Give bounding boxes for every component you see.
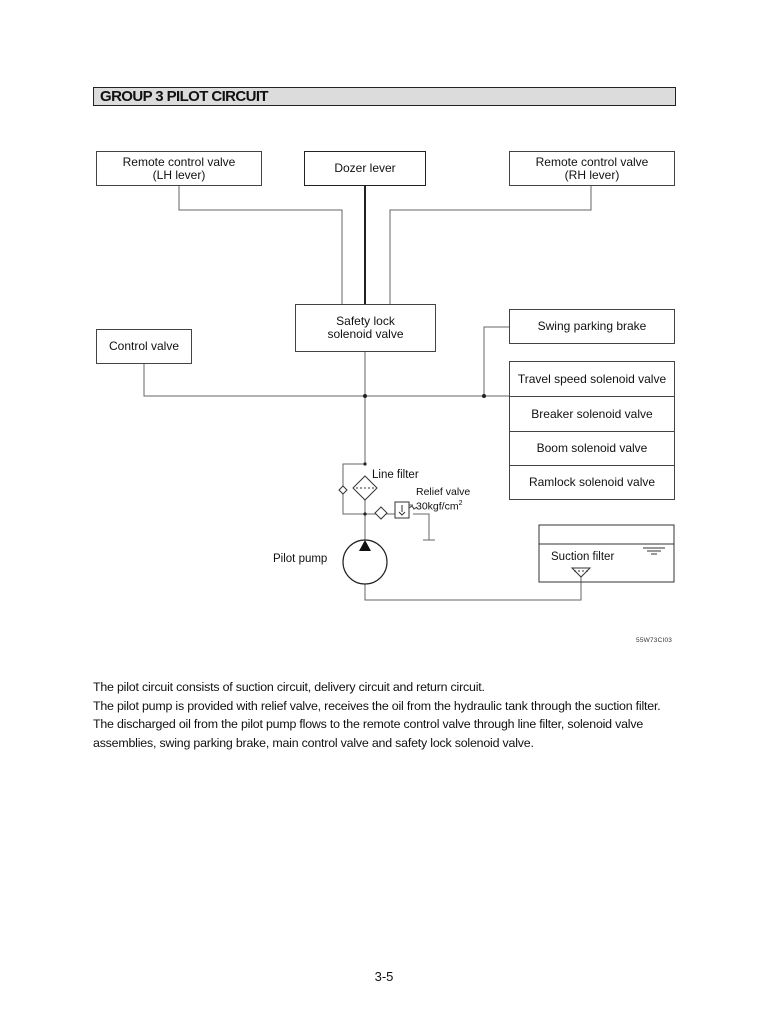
line-swing-brake — [483, 326, 509, 396]
remote-control-valve-rh: Remote control valve (RH lever) — [509, 151, 675, 186]
line-main-horizontal — [143, 364, 509, 397]
swing-parking-brake-label: Swing parking brake — [537, 319, 647, 333]
pilot-pump-label: Pilot pump — [273, 553, 328, 565]
solenoid-label: Travel speed solenoid valve — [517, 371, 667, 386]
suction-filter-label: Suction filter — [551, 551, 615, 563]
page-title: GROUP 3 PILOT CIRCUIT — [100, 88, 269, 105]
relief-valve-pressure-sup: 2 — [458, 500, 463, 507]
dozer-lever-label: Dozer lever — [334, 161, 396, 175]
swing-parking-brake-box: Swing parking brake — [509, 309, 675, 344]
junction-dot — [363, 512, 367, 516]
group-header-bar: GROUP 3 PILOT CIRCUIT — [93, 87, 676, 106]
safety-lock-solenoid-valve: Safety lock solenoid valve — [295, 304, 436, 352]
solenoid-label: Ramlock solenoid valve — [528, 475, 656, 489]
safety-lock-line1: Safety lock — [336, 314, 395, 328]
ramlock-solenoid-valve: Ramlock solenoid valve — [509, 465, 675, 500]
solenoid-label: Boom solenoid valve — [536, 441, 648, 455]
junction-dot — [363, 462, 367, 466]
safety-lock-line2: solenoid valve — [327, 327, 404, 341]
suction-filter-icon — [570, 567, 592, 578]
control-valve-label: Control valve — [108, 339, 180, 353]
description-paragraph: The pilot pump is provided with relief v… — [93, 698, 661, 713]
line-filter-label: Line filter — [372, 469, 419, 481]
description-paragraph: The discharged oil from the pilot pump f… — [93, 717, 644, 750]
description-text: The pilot circuit consists of suction ci… — [93, 678, 676, 752]
junction-dot — [363, 394, 367, 398]
travel-speed-solenoid-valve: Travel speed solenoid valve — [509, 361, 675, 397]
remote-lh-line2: (LH lever) — [152, 167, 206, 182]
breaker-solenoid-valve: Breaker solenoid valve — [509, 396, 675, 432]
control-valve-box: Control valve — [96, 329, 192, 364]
page-number: 3-5 — [374, 969, 394, 984]
remote-control-valve-lh: Remote control valve (LH lever) — [96, 151, 262, 186]
relief-valve-icon — [374, 501, 418, 520]
pilot-pump-icon — [342, 539, 388, 585]
dozer-lever-box: Dozer lever — [304, 151, 426, 186]
remote-lh-line1: Remote control valve — [122, 154, 236, 169]
line-filter-icon — [338, 475, 378, 501]
relief-valve-pressure: 30kgf/cm2 — [416, 498, 463, 513]
remote-rh-line2: (RH lever) — [564, 167, 620, 182]
figure-code: 55W73CI03 — [636, 637, 673, 644]
line-relief-drain — [413, 513, 430, 540]
description-paragraph: The pilot circuit consists of suction ci… — [93, 680, 485, 694]
relief-valve-pressure-value: 30kgf/cm — [416, 500, 459, 513]
line-rh-to-safety — [389, 186, 592, 304]
line-pump-to-suction — [364, 576, 582, 601]
boom-solenoid-valve: Boom solenoid valve — [509, 431, 675, 466]
line-lh-to-safety — [178, 186, 343, 304]
junction-dot — [482, 394, 486, 398]
remote-rh-line1: Remote control valve — [535, 154, 649, 169]
hydraulic-tank-icon — [538, 524, 675, 583]
relief-valve-label: Relief valve — [416, 486, 471, 498]
solenoid-label: Breaker solenoid valve — [531, 406, 653, 421]
